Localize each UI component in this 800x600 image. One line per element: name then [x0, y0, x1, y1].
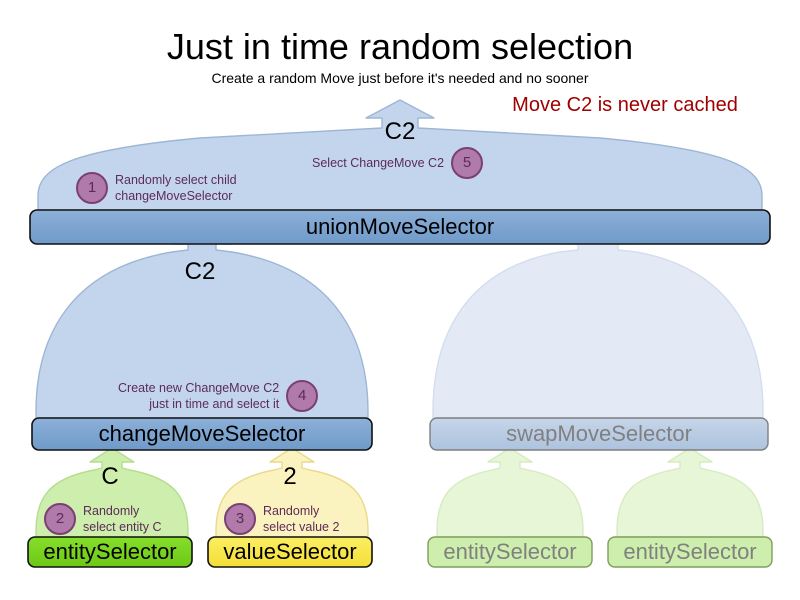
- payload-label-change-output: C2: [184, 258, 216, 285]
- arrow-entityselector-swap-left-to-swap: [436, 447, 584, 538]
- step-annotation-4: Create new ChangeMove C2 just in time an…: [118, 380, 319, 412]
- step-badge-1: 1: [76, 172, 108, 204]
- step-annotation-1: 1 Randomly select child changeMoveSelect…: [76, 172, 237, 204]
- step-text-4: Create new ChangeMove C2 just in time an…: [118, 381, 280, 411]
- step-badge-5: 5: [451, 147, 484, 179]
- step-badge-4: 4: [286, 380, 319, 412]
- arrow-swap-to-union: [432, 224, 764, 419]
- step-text-3: Randomly select value 2: [263, 504, 340, 534]
- page-title: Just in time random selection: [166, 26, 634, 67]
- node-label-union-move-selector[interactable]: unionMoveSelector: [305, 214, 495, 239]
- page-subtitle: Create a random Move just before it's ne…: [211, 70, 589, 86]
- step-badge-3: 3: [224, 503, 256, 535]
- node-label-swap-move-selector[interactable]: swapMoveSelector: [506, 421, 692, 446]
- payload-label-entity-output: C: [101, 463, 119, 490]
- step-annotation-5: Select ChangeMove C2 5: [312, 147, 484, 179]
- caching-note: Move C2 is never cached: [512, 94, 738, 116]
- payload-label-value-output: 2: [283, 463, 297, 490]
- node-label-entity-selector-swap-left[interactable]: entitySelector: [443, 539, 577, 564]
- node-label-change-move-selector[interactable]: changeMoveSelector: [98, 421, 306, 446]
- step-text-1: Randomly select child changeMoveSelector: [115, 173, 237, 203]
- step-text-2: Randomly select entity C: [83, 504, 162, 534]
- step-annotation-3: 3 Randomly select value 2: [224, 503, 339, 535]
- node-label-entity-selector-swap-right[interactable]: entitySelector: [623, 539, 757, 564]
- node-label-value-selector-change[interactable]: valueSelector: [223, 539, 357, 564]
- step-annotation-2: 2 Randomly select entity C: [44, 503, 162, 535]
- step-text-5: Select ChangeMove C2: [312, 156, 445, 170]
- arrow-entityselector-swap-right-to-swap: [616, 447, 764, 538]
- step-badge-2: 2: [44, 503, 76, 535]
- node-label-entity-selector-change[interactable]: entitySelector: [43, 539, 177, 564]
- payload-label-union-output: C2: [384, 118, 416, 145]
